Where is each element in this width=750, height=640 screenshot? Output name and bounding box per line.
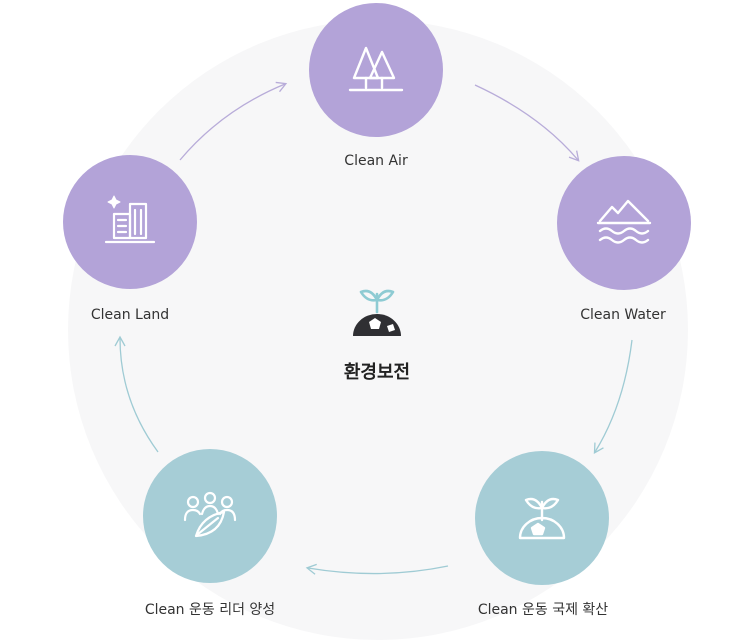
buildings-icon	[104, 195, 156, 244]
node-global-spread	[475, 451, 609, 585]
arrow-leader-to-land	[114, 335, 159, 453]
label-clean-air: Clean Air	[344, 153, 408, 169]
seedling-globe-icon	[518, 497, 566, 540]
center-seedling-globe-icon	[353, 289, 401, 336]
label-leader-training: Clean 운동 리더 양성	[144, 602, 276, 618]
label-global-spread: Clean 운동 국제 확산	[477, 602, 609, 618]
node-leader-training	[143, 449, 277, 583]
node-clean-land	[63, 155, 197, 289]
people-leaf-icon	[183, 491, 237, 538]
center-title: 환경보전	[343, 362, 411, 383]
trees-icon	[348, 46, 404, 92]
arrow-air-to-water	[474, 84, 580, 162]
node-clean-air	[309, 3, 443, 137]
node-clean-water	[557, 156, 691, 290]
arrow-water-to-global	[593, 339, 633, 454]
waves-mountain-icon	[596, 199, 652, 244]
arrow-global-to-leader	[305, 563, 449, 575]
label-clean-land: Clean Land	[90, 307, 170, 323]
arrow-land-to-air	[179, 81, 288, 161]
label-clean-water: Clean Water	[580, 307, 666, 323]
